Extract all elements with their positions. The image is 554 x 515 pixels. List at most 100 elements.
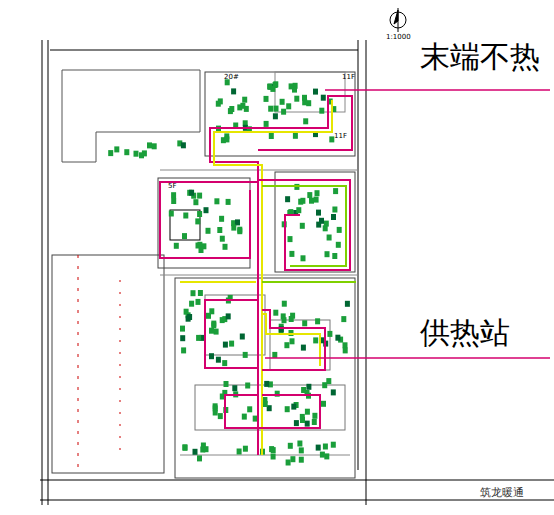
radiator-unit bbox=[197, 211, 202, 217]
radiator-unit bbox=[183, 213, 188, 219]
callout-text: 末端不热 bbox=[420, 42, 540, 72]
radiator-unit bbox=[336, 242, 341, 248]
radiator-unit bbox=[213, 410, 218, 416]
radiator-unit bbox=[182, 444, 187, 450]
radiator-unit bbox=[291, 404, 296, 410]
radiator-unit bbox=[284, 342, 289, 348]
radiator-unit bbox=[319, 108, 324, 114]
radiator-unit bbox=[285, 406, 290, 412]
radiator-unit bbox=[174, 243, 179, 249]
radiator-unit bbox=[290, 313, 295, 319]
radiator-unit bbox=[321, 401, 326, 407]
radiator-unit bbox=[324, 453, 329, 459]
radiator-unit bbox=[305, 421, 310, 427]
radiator-unit bbox=[269, 446, 274, 452]
radiator-unit bbox=[204, 446, 209, 452]
radiator-unit bbox=[189, 301, 194, 307]
radiator-unit bbox=[286, 103, 291, 109]
radiator-unit bbox=[331, 389, 336, 395]
radiator-unit bbox=[315, 190, 320, 196]
radiator-unit bbox=[191, 290, 196, 296]
radiator-unit bbox=[313, 337, 318, 343]
radiator-unit bbox=[171, 192, 176, 198]
radiator-unit bbox=[198, 290, 203, 296]
radiator-unit bbox=[272, 352, 277, 358]
radiator-unit bbox=[187, 314, 192, 320]
radiator-unit bbox=[219, 216, 224, 222]
radiator-unit bbox=[327, 235, 332, 241]
radiator-unit bbox=[316, 445, 321, 451]
radiator-unit bbox=[152, 143, 157, 149]
radiator-unit bbox=[305, 409, 310, 415]
radiator-unit bbox=[288, 236, 293, 242]
radiator-unit bbox=[332, 207, 337, 213]
radiator-unit bbox=[343, 347, 348, 353]
radiator-unit bbox=[226, 313, 231, 319]
radiator-unit bbox=[301, 255, 306, 261]
radiator-unit bbox=[280, 99, 285, 105]
radiator-unit bbox=[331, 442, 336, 448]
radiator-unit bbox=[290, 456, 295, 462]
radiator-unit bbox=[147, 142, 152, 148]
radiator-unit bbox=[302, 99, 307, 105]
radiator-unit bbox=[303, 118, 308, 124]
radiator-unit bbox=[274, 106, 279, 112]
radiator-unit bbox=[269, 133, 274, 139]
radiator-unit bbox=[196, 299, 201, 305]
radiator-unit bbox=[114, 146, 119, 152]
radiator-unit bbox=[335, 335, 340, 341]
radiator-unit bbox=[139, 152, 144, 158]
radiator-unit bbox=[242, 414, 247, 420]
radiator-unit bbox=[323, 444, 328, 450]
radiator-unit bbox=[301, 345, 306, 351]
radiator-unit bbox=[124, 149, 129, 155]
radiator-unit bbox=[337, 227, 342, 233]
radiator-unit bbox=[229, 341, 234, 347]
radiator-unit bbox=[231, 88, 236, 94]
radiator-unit bbox=[226, 199, 231, 205]
radiator-unit bbox=[235, 219, 240, 225]
radiator-unit bbox=[294, 96, 299, 102]
radiator-unit bbox=[300, 223, 305, 229]
radiator-unit bbox=[302, 320, 307, 326]
radiator-unit bbox=[223, 342, 228, 348]
radiator-unit bbox=[217, 227, 222, 233]
radiator-unit bbox=[245, 383, 250, 389]
radiator-unit bbox=[299, 447, 304, 453]
radiator-unit bbox=[209, 308, 214, 314]
radiator-unit bbox=[316, 210, 321, 216]
floor-count: 5F bbox=[168, 183, 176, 190]
radiator-unit bbox=[196, 335, 201, 341]
radiator-unit bbox=[329, 136, 334, 142]
radiator-unit bbox=[134, 151, 139, 157]
radiator-unit bbox=[222, 360, 227, 366]
radiator-unit bbox=[264, 121, 269, 127]
radiator-unit bbox=[243, 352, 248, 358]
radiator-unit bbox=[264, 96, 269, 102]
radiator-unit bbox=[281, 109, 286, 115]
radiator-unit bbox=[298, 199, 303, 205]
radiator-unit bbox=[211, 322, 216, 328]
radiator-unit bbox=[180, 335, 185, 341]
radiator-unit bbox=[313, 89, 318, 95]
radiator-unit bbox=[180, 326, 185, 332]
radiator-unit bbox=[315, 318, 320, 324]
radiator-unit bbox=[204, 207, 209, 213]
radiator-unit bbox=[253, 416, 258, 422]
radiator-unit bbox=[273, 81, 278, 87]
radiator-unit bbox=[345, 301, 350, 307]
radiator-unit bbox=[209, 328, 214, 334]
floor-count: 11F bbox=[334, 133, 347, 140]
radiator-unit bbox=[286, 460, 291, 466]
radiator-unit bbox=[314, 197, 319, 203]
radiator-unit bbox=[195, 218, 200, 224]
radiator-unit bbox=[321, 95, 326, 101]
radiator-unit bbox=[289, 251, 294, 257]
radiator-unit bbox=[289, 83, 294, 89]
scale-text: 1:1000 bbox=[386, 34, 411, 41]
radiator-unit bbox=[312, 419, 317, 425]
radiator-unit bbox=[333, 188, 338, 194]
radiator-unit bbox=[220, 236, 225, 242]
building-number: 20# bbox=[224, 74, 239, 81]
